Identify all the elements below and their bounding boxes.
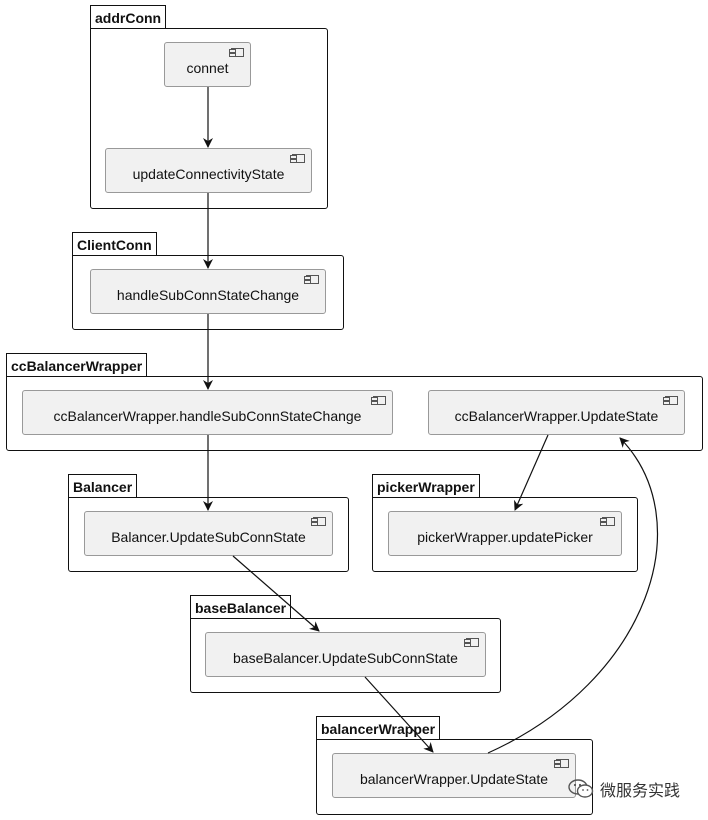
component-handleSubConnStateChange[interactable]: handleSubConnStateChange [90,269,326,314]
component-label: Balancer.UpdateSubConnState [111,528,306,545]
component-label: balancerWrapper.UpdateState [359,770,549,787]
component-label: connet [186,59,229,76]
arrow-baseBalancer-to-balancerWrapper [364,676,434,753]
component-pickerWrapper-updatePicker[interactable]: pickerWrapper.updatePicker [388,511,622,556]
component-label: pickerWrapper.updatePicker [417,528,593,545]
package-ccBalancerWrapper: ccBalancerWrapper ccBalancerWrapper.hand… [6,353,703,451]
component-icon [600,517,615,526]
watermark: 微服务实践 [568,776,692,802]
arrow-Balancer-to-baseBalancer [232,555,320,632]
component-label: updateConnectivityState [132,165,285,182]
package-pickerWrapper: pickerWrapper pickerWrapper.updatePicker [372,474,638,572]
component-connet[interactable]: connet [164,42,251,87]
wechat-icon [568,778,594,800]
package-tab-balancerWrapper: balancerWrapper [316,716,441,740]
watermark-text: 微服务实践 [600,783,681,800]
component-icon [464,638,479,647]
package-baseBalancer: baseBalancer baseBalancer.UpdateSubConnS… [190,595,501,693]
component-icon [304,275,319,284]
component-icon [229,48,244,57]
component-label: ccBalancerWrapper.UpdateState [454,407,659,424]
component-icon [554,759,569,768]
package-tab-Balancer: Balancer [68,474,138,498]
package-tab-addrConn: addrConn [90,5,167,29]
component-icon [290,154,305,163]
package-balancerWrapper: balancerWrapper balancerWrapper.UpdateSt… [316,716,593,815]
arrow-balancerWrapper-to-ccUpdateState [487,437,659,754]
component-balancerWrapper-UpdateState[interactable]: balancerWrapper.UpdateState [332,753,576,798]
package-addrConn: addrConn connet updateConnectivityState [90,5,328,209]
component-label: baseBalancer.UpdateSubConnState [233,649,458,666]
package-tab-pickerWrapper: pickerWrapper [372,474,480,498]
component-baseBalancer-UpdateSubConnState[interactable]: baseBalancer.UpdateSubConnState [205,632,486,677]
component-ccBalancerWrapper-handleSubConnStateChange[interactable]: ccBalancerWrapper.handleSubConnStateChan… [22,390,393,435]
component-icon [371,396,386,405]
component-Balancer-UpdateSubConnState[interactable]: Balancer.UpdateSubConnState [84,511,333,556]
component-icon [663,396,678,405]
arrow-ccUpdateState-to-pickerWrapper [514,434,549,511]
package-tab-ccBalancerWrapper: ccBalancerWrapper [6,353,148,377]
component-label: handleSubConnStateChange [116,286,300,303]
component-icon [311,517,326,526]
component-label: ccBalancerWrapper.handleSubConnStateChan… [53,407,362,424]
package-tab-baseBalancer: baseBalancer [190,595,292,619]
component-ccBalancerWrapper-UpdateState[interactable]: ccBalancerWrapper.UpdateState [428,390,685,435]
component-updateConnectivityState[interactable]: updateConnectivityState [105,148,312,193]
package-tab-ClientConn: ClientConn [72,232,157,256]
